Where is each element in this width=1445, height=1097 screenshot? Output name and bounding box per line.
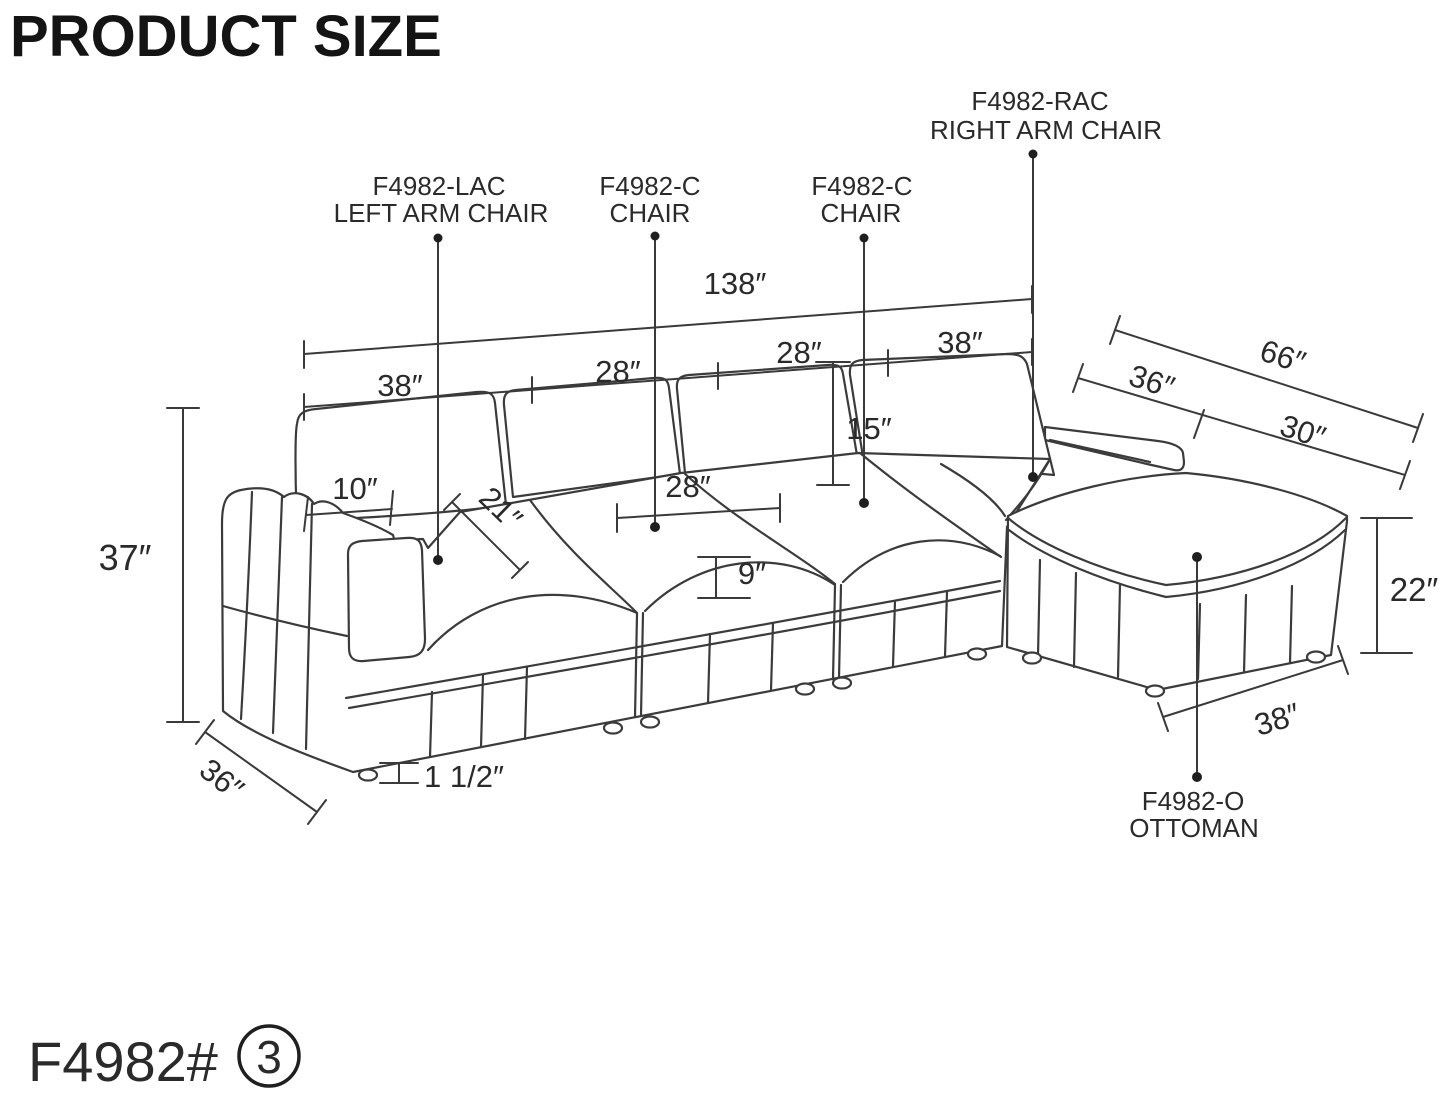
dim-arm-width: 10″ xyxy=(303,471,394,532)
dim-overall-height-label: 37″ xyxy=(99,537,152,578)
dim-rac-width-label: 38″ xyxy=(937,325,982,360)
dim-ottoman-height: 22″ xyxy=(1360,517,1439,654)
leader-lac: F4982-LAC LEFT ARM CHAIR xyxy=(334,171,549,565)
part-leaders: F4982-LAC LEFT ARM CHAIR F4982-C CHAIR F… xyxy=(334,86,1259,843)
sofa-drawing xyxy=(220,352,1349,782)
label-ottoman-name: OTTOMAN xyxy=(1129,813,1259,843)
right-arm xyxy=(1043,425,1186,472)
dim-chaise-lower-label: 30″ xyxy=(1276,408,1330,455)
dim-chaise-segments: 36″ 30″ xyxy=(1072,358,1411,490)
dim-overall-height: 37″ xyxy=(99,407,200,723)
label-rac-name: RIGHT ARM CHAIR xyxy=(930,115,1162,145)
label-lac-name: LEFT ARM CHAIR xyxy=(334,198,549,228)
dim-chaise-upper-label: 36″ xyxy=(1125,358,1179,405)
dim-lac-width-label: 38″ xyxy=(377,368,422,403)
left-arm-channels xyxy=(221,490,349,751)
leader-c2: F4982-C CHAIR xyxy=(811,171,913,508)
label-c2-code: F4982-C xyxy=(811,171,912,201)
label-rac-code: F4982-RAC xyxy=(971,86,1108,116)
dim-ottoman-width: 38″ xyxy=(1157,645,1349,743)
dim-seat-width-label: 28″ xyxy=(665,469,710,504)
label-c1-code: F4982-C xyxy=(599,171,700,201)
label-c2-name: CHAIR xyxy=(821,198,902,228)
dim-overall-width: 138″ xyxy=(303,266,1033,369)
page-title: PRODUCT SIZE xyxy=(10,4,442,69)
left-arm-pad xyxy=(346,536,427,663)
dim-back-cushion-height-label: 15″ xyxy=(846,411,891,446)
dim-section-widths: 38″ 28″ 28″ 38″ xyxy=(303,325,1033,421)
footer-model: F4982# xyxy=(28,1030,218,1093)
base-channels xyxy=(344,579,1002,759)
dim-seat-width: 28″ xyxy=(616,469,781,533)
leader-ottoman: F4982-O OTTOMAN xyxy=(1129,552,1259,843)
dim-leg-height-label: 1 1/2″ xyxy=(424,759,504,794)
sofa-legs xyxy=(357,647,1327,782)
dim-seat-front-height: 9″ xyxy=(697,556,766,599)
label-c1-name: CHAIR xyxy=(610,198,691,228)
back-cushions xyxy=(294,352,1056,523)
dim-c2-width-label: 28″ xyxy=(776,335,821,370)
model-footer: F4982# 3 xyxy=(28,1024,301,1093)
dim-chaise-total-label: 66″ xyxy=(1256,333,1310,380)
dim-overall-width-label: 138″ xyxy=(704,266,767,301)
back-cushion-lac xyxy=(294,390,508,523)
ottoman xyxy=(1005,471,1349,692)
footer-variant-number: 3 xyxy=(256,1031,282,1083)
footer-variant-circle xyxy=(237,1024,301,1088)
leader-c1: F4982-C CHAIR xyxy=(599,171,701,532)
label-ottoman-code: F4982-O xyxy=(1142,786,1245,816)
leader-rac: F4982-RAC RIGHT ARM CHAIR xyxy=(930,86,1162,482)
dim-back-cushion-height: 15″ xyxy=(815,361,892,486)
dim-c1-width-label: 28″ xyxy=(595,354,640,389)
dim-seat-front-height-label: 9″ xyxy=(738,556,766,591)
dim-leg-height: 1 1/2″ xyxy=(379,759,504,794)
back-cushion-c2 xyxy=(675,363,859,475)
label-lac-code: F4982-LAC xyxy=(373,171,506,201)
dim-ottoman-width-label: 38″ xyxy=(1250,696,1304,743)
dim-ottoman-height-label: 22″ xyxy=(1390,571,1439,608)
dim-arm-width-label: 10″ xyxy=(332,471,377,506)
dim-left-depth-label: 36″ xyxy=(193,752,250,808)
